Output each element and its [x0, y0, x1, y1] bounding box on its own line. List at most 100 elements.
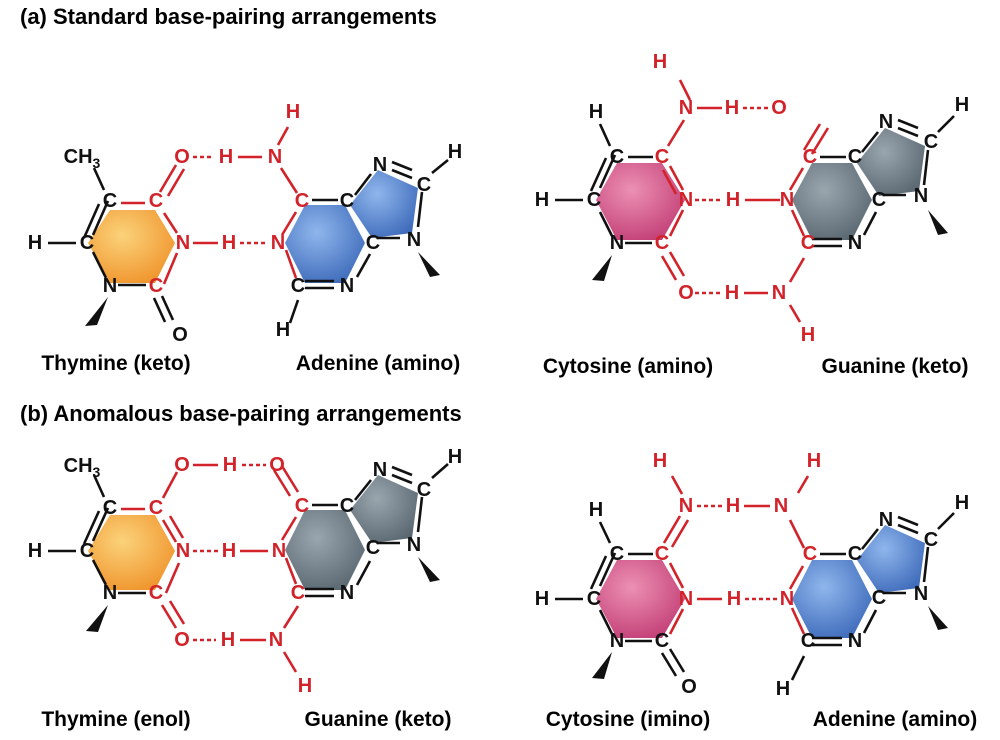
atom: C: [366, 537, 380, 559]
atom: O: [174, 629, 190, 651]
atom: H: [221, 629, 235, 651]
atom: C: [340, 495, 354, 517]
atom: N: [774, 495, 788, 517]
pair-thymine-enol-guanine-keto: CH3 O H O C C H C N H N C O H N H C C N …: [28, 446, 462, 697]
atom: N: [272, 540, 286, 562]
atom: H: [776, 678, 790, 700]
atom: C: [417, 174, 431, 196]
atom: H: [726, 495, 740, 517]
atom: N: [373, 459, 387, 481]
atom: H: [726, 189, 740, 211]
atom: C: [366, 232, 380, 254]
atom: C: [149, 275, 163, 297]
atom: H: [535, 588, 549, 610]
atom: C: [801, 232, 815, 254]
section-a-title: (a) Standard base-pairing arrangements: [20, 4, 437, 29]
atom: N: [879, 509, 893, 531]
atom: N: [176, 232, 190, 254]
atom: H: [807, 450, 821, 472]
atom: C: [149, 190, 163, 212]
atom: N: [269, 629, 283, 651]
atom: O: [172, 324, 188, 346]
guanine-six-ring: [792, 163, 872, 240]
atom: N: [848, 630, 862, 652]
thymine-enol-ring: [88, 515, 175, 590]
atom: H: [725, 97, 739, 119]
atom: C: [103, 497, 117, 519]
atom: N: [780, 588, 794, 610]
atom: H: [725, 282, 739, 304]
atom: C: [291, 275, 305, 297]
atom: C: [655, 232, 669, 254]
adenine-b-five-ring: [857, 525, 925, 593]
pair-cytosine-imino-adenine-amino: H N H N H H C C H C N H N C O C C N C C …: [535, 450, 969, 700]
atom: N: [780, 189, 794, 211]
atom: N: [679, 588, 693, 610]
atom: C: [872, 587, 886, 609]
label-guanine-keto-b: Guanine (keto): [304, 708, 451, 731]
atom: N: [772, 282, 786, 304]
atom: N: [271, 232, 285, 254]
label-cytosine-imino: Cytosine (imino): [546, 708, 711, 731]
atom: C: [80, 232, 94, 254]
atom: H: [801, 324, 815, 346]
thymine-sugar-wedge: [85, 297, 108, 326]
atom: H: [653, 51, 667, 73]
atom: H: [448, 446, 462, 468]
atom: N: [268, 146, 282, 168]
atom: O: [771, 97, 787, 119]
atom: N: [879, 111, 893, 133]
atom: H: [955, 94, 969, 116]
pair-cytosine-amino-guanine-keto: H N H O H C C H C N H N C O H N H C C N …: [535, 51, 969, 346]
atom: O: [678, 282, 694, 304]
thymine-enol-sugar-wedge: [86, 605, 108, 632]
atom: C: [655, 630, 669, 652]
atom: C: [103, 190, 117, 212]
atom: N: [610, 232, 624, 254]
atom: C: [295, 495, 309, 517]
atom: C: [803, 543, 817, 565]
atom: N: [176, 540, 190, 562]
atom: N: [103, 582, 117, 604]
thymine-ring: [88, 210, 175, 283]
cytosine-imino-sugar-wedge: [592, 652, 612, 679]
atom: N: [679, 495, 693, 517]
pair-thymine-keto-adenine-amino: CH3 C C H C N N C O O H H N H C C N C C …: [28, 101, 462, 346]
atom: O: [174, 454, 190, 476]
atom: H: [448, 141, 462, 163]
atom: C: [803, 146, 817, 168]
atom: C: [655, 146, 669, 168]
adenine-six-ring: [285, 205, 365, 283]
atom: N: [679, 189, 693, 211]
atom: H: [298, 675, 312, 697]
atom: O: [269, 454, 285, 476]
atom: H: [653, 450, 667, 472]
atom: H: [727, 588, 741, 610]
atom: C: [295, 190, 309, 212]
guanine-b-five-ring: [350, 475, 418, 543]
atom: N: [848, 232, 862, 254]
atom: C: [610, 146, 624, 168]
atom: O: [174, 146, 190, 168]
atom: C: [149, 582, 163, 604]
atom: C: [801, 630, 815, 652]
atom: N: [340, 275, 354, 297]
atom: H: [222, 540, 236, 562]
atom: H: [589, 499, 603, 521]
atom: C: [291, 582, 305, 604]
atom: C: [924, 529, 938, 551]
atom: C: [872, 189, 886, 211]
label-thymine-enol: Thymine (enol): [41, 708, 190, 731]
atom: N: [914, 185, 928, 207]
atom: H: [223, 454, 237, 476]
cytosine-ring: [596, 163, 685, 240]
label-thymine-keto: Thymine (keto): [41, 352, 190, 375]
atom: C: [848, 543, 862, 565]
guanine-b-sugar-wedge: [418, 557, 440, 582]
label-adenine-amino-b: Adenine (amino): [813, 708, 978, 731]
atom: C: [417, 479, 431, 501]
atom: C: [587, 588, 601, 610]
atom: N: [679, 97, 693, 119]
guanine-sugar-wedge: [928, 210, 948, 235]
atom: H: [28, 540, 42, 562]
